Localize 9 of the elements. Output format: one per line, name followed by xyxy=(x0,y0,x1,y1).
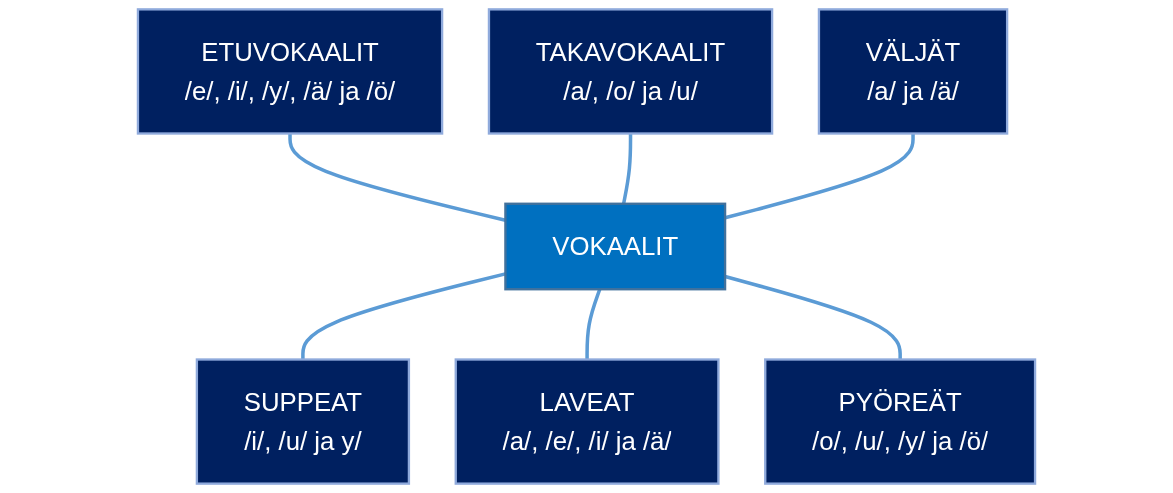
node-box: SUPPEAT /i/, /u/ ja y/ xyxy=(195,358,411,485)
node-box: ETUVOKAALIT /e/, /i/, /y/, /ä/ ja /ö/ xyxy=(136,8,444,135)
node-box: VOKAALIT xyxy=(504,202,727,291)
connector xyxy=(301,272,506,360)
node-box: VÄLJÄT /a/ ja /ä/ xyxy=(817,8,1009,135)
node-box: LAVEAT /a/, /e/, /i/ ja /ä/ xyxy=(454,358,720,485)
connector xyxy=(288,133,506,222)
node-box: PYÖREÄT /o/, /u/, /y/ ja /ö/ xyxy=(764,358,1037,485)
node-box: TAKAVOKAALIT /a/, /o/ ja /u/ xyxy=(487,8,774,135)
